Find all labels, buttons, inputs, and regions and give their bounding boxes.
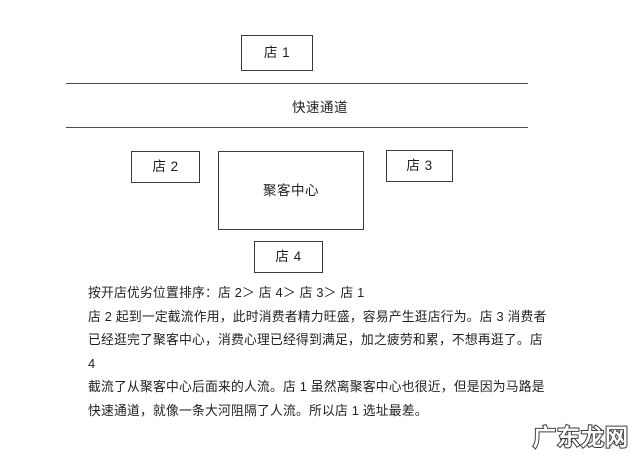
shop-1-box: 店 1	[241, 35, 313, 71]
corridor-label: 快速通道	[292, 100, 348, 115]
shop-3-label: 店 3	[406, 158, 433, 174]
shop-2-label: 店 2	[152, 159, 179, 175]
ranking-line: 按开店优劣位置排序：店 2＞ 店 4＞ 店 3＞ 店 1	[88, 285, 365, 300]
shop-3-box: 店 3	[386, 150, 453, 182]
shop-2-box: 店 2	[131, 151, 200, 183]
corridor-line-bottom	[66, 127, 528, 128]
shop-4-box: 店 4	[254, 241, 323, 273]
paragraph-line-4: 快速通道，就像一条大河阻隔了人流。所以店 1 选址最差。	[88, 402, 428, 418]
paragraph-line-1: 店 2 起到一定截流作用，此时消费者精力旺盛，容易产生逛店行为。店 3 消费者	[88, 308, 547, 324]
customer-hub-box: 聚客中心	[218, 151, 364, 230]
paragraph-line-3: 截流了从聚客中心后面来的人流。店 1 虽然离聚客中心也很近，但是因为马路是	[88, 379, 545, 394]
corridor-line-top	[66, 83, 528, 84]
shop-1-label: 店 1	[263, 45, 291, 61]
watermark: 广东龙网	[532, 425, 629, 451]
shop-4-label: 店 4	[275, 249, 302, 265]
explanation-text-block: 按开店优劣位置排序：店 2＞ 店 4＞ 店 3＞ 店 1 店 2 起到一定截流作…	[88, 281, 550, 422]
paragraph-line-2: 已经逛完了聚客中心，消费心理已经得到满足，加之疲劳和累，不想再逛了。店 4	[88, 332, 543, 371]
customer-hub-label: 聚客中心	[263, 182, 319, 198]
